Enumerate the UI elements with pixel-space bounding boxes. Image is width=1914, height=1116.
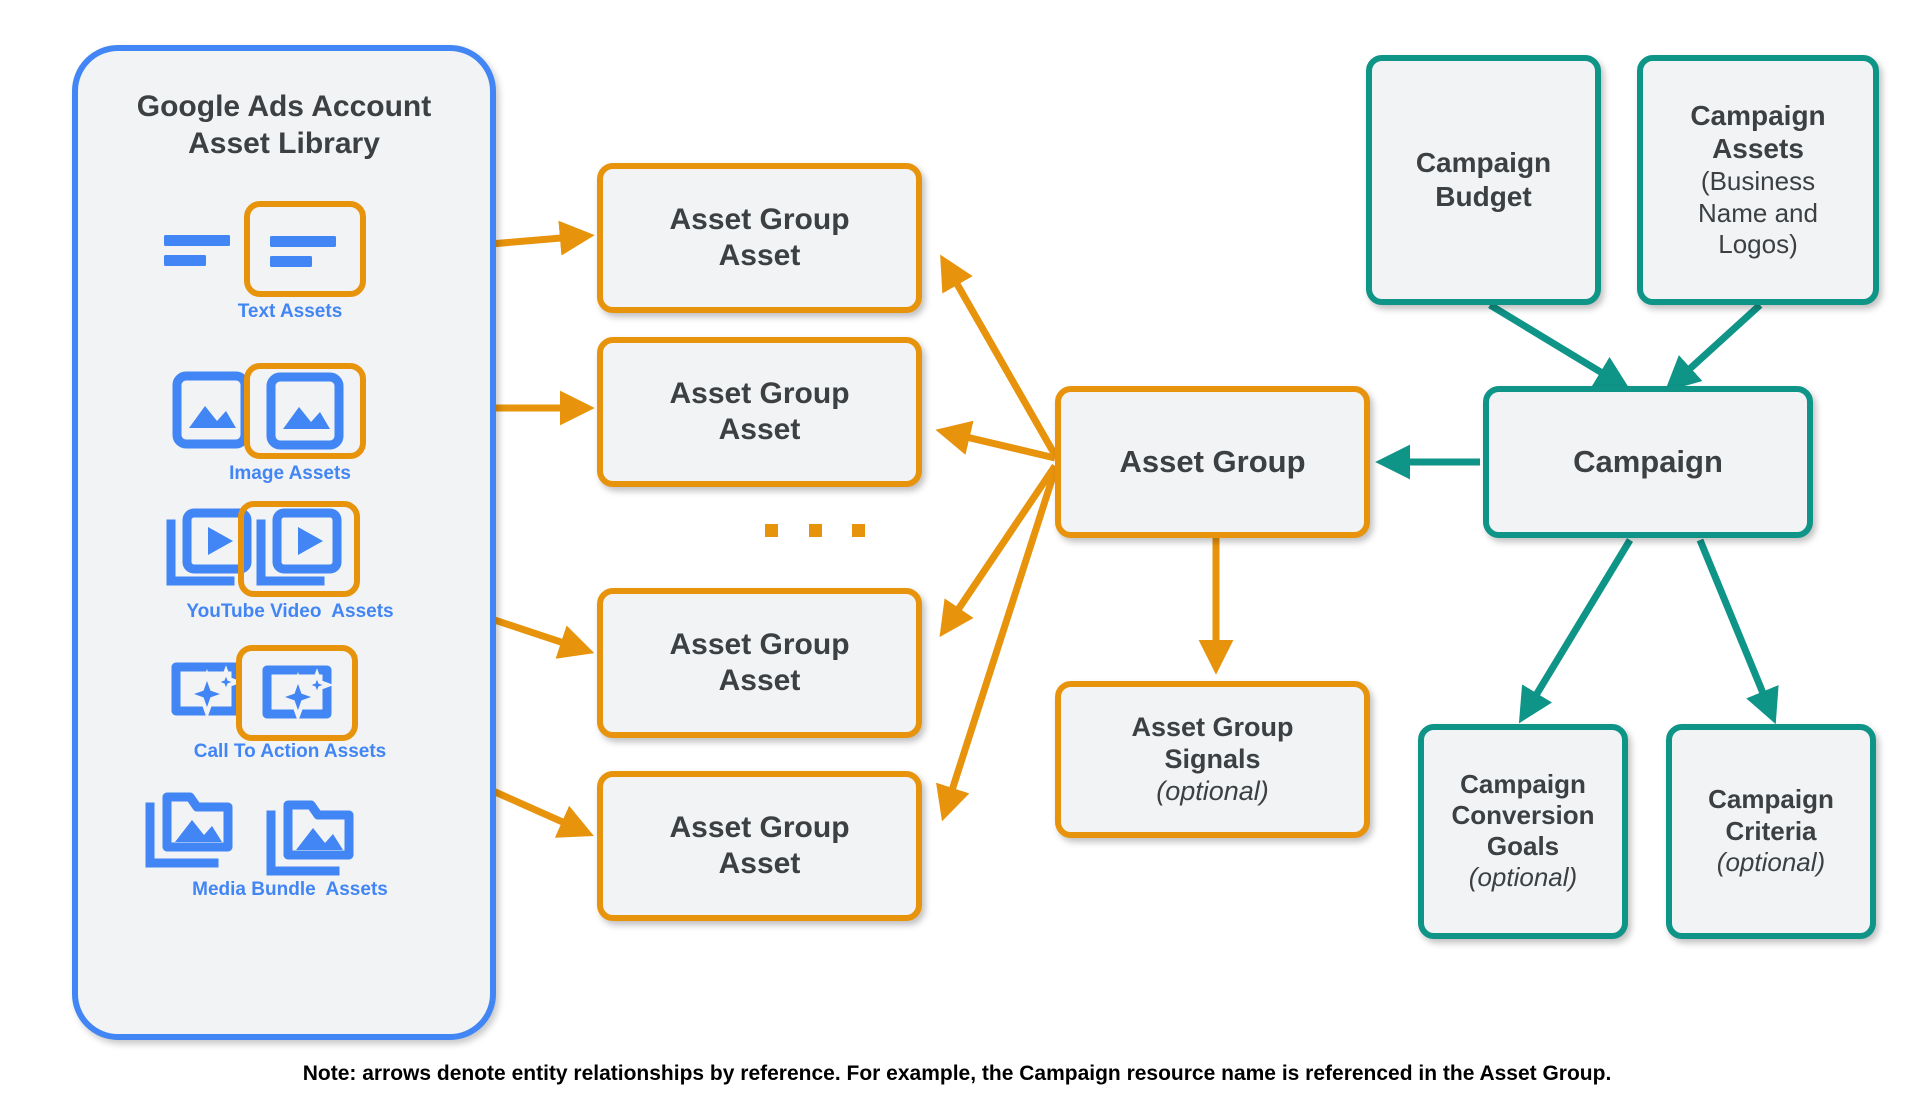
campaign-budget-node[interactable]: Campaign Budget	[1366, 55, 1601, 305]
library-row-cta-assets[interactable]: Call To Action Assets	[78, 641, 502, 773]
media-bundle-icon	[142, 785, 238, 878]
campaign-node[interactable]: Campaign	[1483, 386, 1813, 538]
edge-campaign-to-criteria	[1696, 538, 1779, 725]
edge-ag-to-aga1	[940, 254, 1059, 457]
campaign-criteria-node[interactable]: Campaign Criteria (optional)	[1666, 724, 1876, 939]
library-caption: Text Assets	[237, 301, 343, 322]
image-asset-highlight-box[interactable]	[244, 363, 366, 459]
library-caption: Media Bundle Assets	[192, 879, 388, 900]
ellipsis-dot	[765, 524, 778, 537]
campaign-conversion-goals-node[interactable]: Campaign Conversion Goals (optional)	[1418, 724, 1628, 939]
edge-ag-to-aga2	[935, 420, 1056, 462]
asset-library-panel: Google Ads Account Asset Library Text	[72, 45, 496, 1040]
library-row-image-assets[interactable]: Image Assets	[78, 363, 502, 495]
campaign-assets-node[interactable]: Campaign Assets (Business Name and Logos…	[1637, 55, 1879, 305]
node-label: Asset Group Asset	[669, 811, 850, 880]
ellipsis-indicator	[765, 524, 865, 537]
node-sublabel: (Business Name and Logos)	[1698, 166, 1818, 260]
text-asset-icon	[158, 213, 244, 288]
node-label: Campaign Criteria	[1708, 784, 1834, 846]
ellipsis-dot	[808, 524, 822, 537]
ellipsis-dot	[852, 524, 865, 537]
node-label: Asset Group Signals	[1131, 711, 1294, 775]
video-asset-icon	[164, 507, 254, 596]
text-asset-icon	[270, 236, 336, 267]
node-label: Campaign Conversion Goals	[1451, 768, 1595, 862]
library-row-text-assets[interactable]: Text Assets	[78, 201, 502, 333]
library-caption: Call To Action Assets	[193, 741, 387, 762]
edge-campaign-to-goals	[1518, 538, 1633, 724]
asset-group-asset-node[interactable]: Asset Group Asset	[597, 771, 922, 921]
asset-group-asset-node[interactable]: Asset Group Asset	[597, 588, 922, 738]
library-caption: YouTube Video Assets	[186, 601, 394, 622]
node-optional-label: (optional)	[1156, 776, 1269, 807]
edge-ag-to-aga4	[936, 468, 1059, 822]
asset-group-asset-node[interactable]: Asset Group Asset	[597, 163, 922, 313]
media-bundle-second-icon	[250, 789, 372, 885]
node-optional-label: (optional)	[1468, 862, 1578, 893]
node-optional-label: (optional)	[1716, 846, 1826, 877]
edge-ag-to-aga3	[939, 464, 1058, 638]
library-row-media-bundle-assets[interactable]: Media Bundle Assets	[78, 779, 502, 911]
node-label: Asset Group	[1119, 444, 1306, 480]
asset-group-node[interactable]: Asset Group	[1055, 386, 1370, 538]
media-bundle-icon	[266, 800, 354, 876]
node-label: Campaign Assets	[1690, 99, 1826, 165]
image-asset-icon	[266, 372, 344, 450]
asset-group-asset-node[interactable]: Asset Group Asset	[597, 337, 922, 487]
node-label: Campaign	[1573, 444, 1723, 480]
footnote: Note: arrows denote entity relationships…	[302, 1062, 1612, 1085]
node-label: Asset Group Asset	[669, 377, 850, 446]
node-label: Asset Group Asset	[669, 203, 850, 272]
video-asset-icon	[256, 508, 342, 586]
call-to-action-icon	[262, 665, 334, 722]
text-asset-highlight-box[interactable]	[244, 201, 366, 297]
node-label: Campaign Budget	[1415, 147, 1552, 212]
asset-group-signals-node[interactable]: Asset Group Signals (optional)	[1055, 681, 1370, 838]
call-to-action-highlight-box[interactable]	[236, 645, 358, 741]
node-label: Asset Group Asset	[669, 628, 850, 697]
library-title: Google Ads Account Asset Library	[136, 90, 432, 160]
edge-campaign-assets-to-campaign	[1664, 302, 1763, 392]
library-caption: Image Assets	[229, 463, 351, 484]
library-row-video-assets[interactable]: YouTube Video Assets	[78, 501, 502, 633]
video-asset-highlight-box[interactable]	[238, 501, 360, 597]
image-asset-icon	[172, 371, 250, 454]
edge-budget-to-campaign	[1488, 302, 1631, 391]
